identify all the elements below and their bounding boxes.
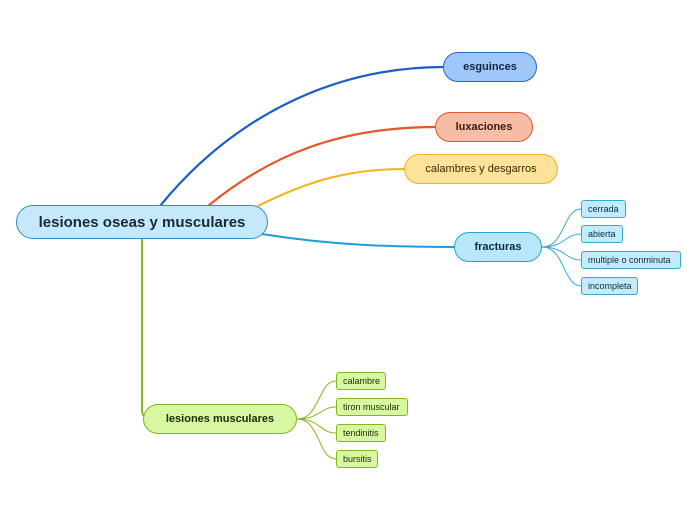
subtopic-label: incompleta [588, 281, 632, 291]
topic-lesiones-musculares[interactable]: lesiones musculares [143, 404, 297, 434]
subtopic-cerrada[interactable]: cerrada [581, 200, 626, 218]
subtopic-label: bursitis [343, 454, 372, 464]
central-topic[interactable]: lesiones oseas y musculares [16, 205, 268, 239]
topic-luxaciones[interactable]: luxaciones [435, 112, 533, 142]
musculares-subtopic-links [296, 380, 337, 460]
subtopic-abierta[interactable]: abierta [581, 225, 623, 243]
subtopic-calambre[interactable]: calambre [336, 372, 386, 390]
subtopic-tendinitis[interactable]: tendinitis [336, 424, 386, 442]
topic-fracturas-label: fracturas [474, 241, 522, 253]
link-lesiones-musculares [141, 239, 153, 420]
subtopic-tiron-muscular[interactable]: tiron muscular [336, 398, 408, 416]
topic-esguinces[interactable]: esguinces [443, 52, 537, 82]
subtopic-label: cerrada [588, 204, 619, 214]
topic-calambres-y-desgarros[interactable]: calambres y desgarros [404, 154, 558, 184]
subtopic-multiple-o-conminuta[interactable]: multiple o conminuta [581, 251, 681, 269]
topic-luxaciones-label: luxaciones [455, 121, 513, 133]
topic-esguinces-label: esguinces [463, 61, 517, 73]
subtopic-label: multiple o conminuta [588, 255, 671, 265]
subtopic-incompleta[interactable]: incompleta [581, 277, 638, 295]
subtopic-label: calambre [343, 376, 381, 386]
link-calambres [257, 168, 406, 207]
topic-lesiones-musculares-label: lesiones musculares [165, 413, 275, 425]
topic-calambres-label: calambres y desgarros [425, 163, 537, 175]
topic-fracturas[interactable]: fracturas [454, 232, 542, 262]
subtopic-label: abierta [588, 229, 616, 239]
subtopic-label: tendinitis [343, 428, 379, 438]
central-topic-label: lesiones oseas y musculares [38, 213, 246, 231]
link-luxaciones [207, 125, 437, 207]
subtopic-label: tiron muscular [343, 402, 400, 412]
subtopic-bursitis[interactable]: bursitis [336, 450, 378, 468]
link-fracturas [261, 233, 456, 248]
link-esguinces [159, 65, 445, 207]
fracturas-subtopic-links [541, 208, 582, 287]
